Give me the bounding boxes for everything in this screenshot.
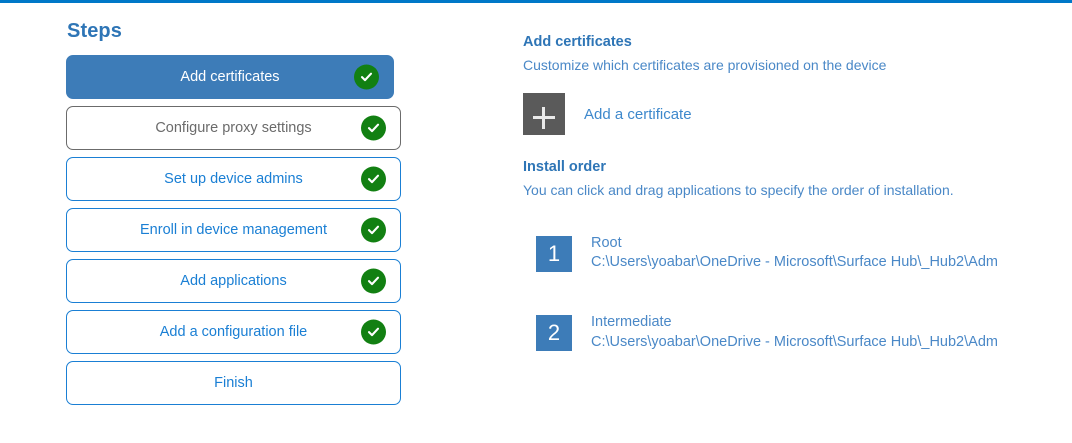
install-order-item[interactable]: 1 Root C:\Users\yoabar\OneDrive - Micros… — [523, 234, 1043, 273]
steps-list: Add certificates Configure proxy setting… — [66, 55, 401, 405]
install-order-heading: Install order — [523, 159, 606, 176]
step-item-add-a-configuration-file[interactable]: Add a configuration file — [66, 310, 401, 354]
step-label: Add a configuration file — [159, 323, 308, 340]
add-certificates-subheading: Customize which certificates are provisi… — [523, 56, 887, 73]
steps-panel-title: Steps — [67, 20, 122, 42]
step-label: Set up device admins — [164, 170, 303, 187]
check-circle-icon — [361, 166, 386, 192]
check-circle-icon — [354, 64, 379, 90]
install-order-subheading: You can click and drag applications to s… — [523, 182, 954, 199]
step-label: Configure proxy settings — [155, 119, 312, 136]
detail-panel: Add certificates Customize which certifi… — [523, 33, 1043, 392]
order-item-text: Root C:\Users\yoabar\OneDrive - Microsof… — [591, 234, 998, 273]
step-item-set-up-device-admins[interactable]: Set up device admins — [66, 157, 401, 201]
step-item-add-applications[interactable]: Add applications — [66, 259, 401, 303]
add-certificates-heading: Add certificates — [523, 34, 632, 50]
add-a-certificate-label: Add a certificate — [584, 105, 692, 123]
step-label: Enroll in device management — [140, 221, 327, 238]
step-item-add-certificates[interactable]: Add certificates — [66, 55, 394, 99]
step-item-finish[interactable]: Finish — [66, 361, 401, 405]
step-label: Finish — [214, 374, 253, 391]
check-circle-icon — [361, 268, 386, 294]
steps-panel: Steps Add certificates Configure proxy s… — [66, 20, 401, 412]
check-circle-icon — [361, 115, 386, 141]
install-order-item[interactable]: 2 Intermediate C:\Users\yoabar\OneDrive … — [523, 313, 1043, 352]
step-item-enroll-in-device-management[interactable]: Enroll in device management — [66, 208, 401, 252]
order-item-text: Intermediate C:\Users\yoabar\OneDrive - … — [591, 313, 998, 352]
install-order-section: Install order You can click and drag app… — [523, 158, 1043, 352]
step-label: Add applications — [180, 272, 287, 289]
add-a-certificate-button[interactable]: Add a certificate — [523, 93, 692, 136]
order-item-path: C:\Users\yoabar\OneDrive - Microsoft\Sur… — [591, 254, 998, 271]
install-order-list: 1 Root C:\Users\yoabar\OneDrive - Micros… — [523, 234, 1043, 352]
order-item-name: Root — [591, 234, 622, 251]
step-item-configure-proxy-settings[interactable]: Configure proxy settings — [66, 106, 401, 150]
step-label: Add certificates — [180, 68, 280, 85]
top-accent-bar — [0, 0, 1072, 3]
order-number-badge: 1 — [536, 235, 572, 272]
order-item-path: C:\Users\yoabar\OneDrive - Microsoft\Sur… — [591, 333, 998, 350]
order-item-name: Intermediate — [591, 314, 672, 331]
order-number-badge: 2 — [536, 315, 572, 352]
wizard-page: Steps Add certificates Configure proxy s… — [0, 3, 1072, 443]
check-circle-icon — [361, 217, 386, 243]
plus-icon[interactable] — [523, 93, 565, 136]
check-circle-icon — [361, 319, 386, 345]
